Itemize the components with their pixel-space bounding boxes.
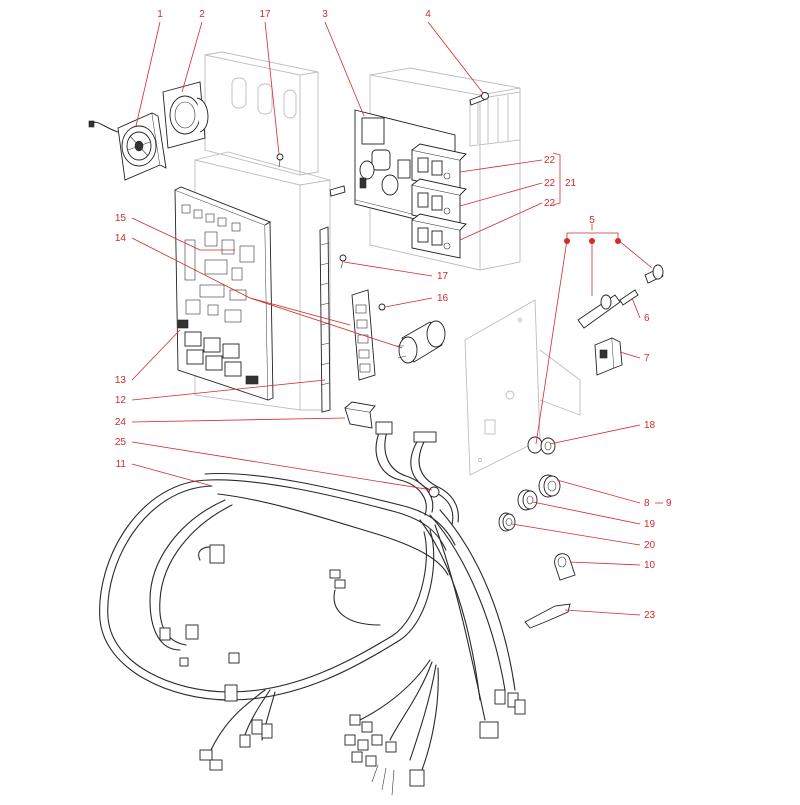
callout-4: 4 xyxy=(425,9,431,20)
callout-labels: 1 2 17 3 4 22 22 21 22 15 14 5 17 16 6 7… xyxy=(115,9,672,621)
callout-8: 8 xyxy=(644,498,650,509)
callout-16: 16 xyxy=(437,293,449,304)
callout-17-top: 17 xyxy=(259,9,271,20)
grommet-20 xyxy=(498,512,516,532)
callout-23: 23 xyxy=(644,610,656,621)
callout-10: 10 xyxy=(644,560,656,571)
ghost-housing-outlines xyxy=(194,51,581,476)
callout-5: 5 xyxy=(589,215,595,226)
callout-21: 21 xyxy=(565,178,577,189)
part-5-markers xyxy=(564,238,621,244)
callout-2: 2 xyxy=(199,9,205,20)
main-control-board xyxy=(174,186,274,401)
callout-9: 9 xyxy=(666,498,672,509)
callout-7: 7 xyxy=(644,353,650,364)
callout-3: 3 xyxy=(322,9,328,20)
screw-17-top xyxy=(276,153,284,168)
grommet-8 xyxy=(538,474,561,498)
fan-cover xyxy=(162,81,209,149)
callout-19: 19 xyxy=(644,519,656,530)
terminal-blocks xyxy=(411,143,467,259)
callout-13: 13 xyxy=(115,375,127,386)
callout-11: 11 xyxy=(116,459,127,470)
connector-hood xyxy=(344,401,376,429)
rocker-switch xyxy=(594,337,623,376)
callout-22-c: 22 xyxy=(544,198,556,209)
callout-15: 15 xyxy=(115,213,127,224)
callout-22-a: 22 xyxy=(544,155,556,166)
pushbutton-assembly xyxy=(577,264,664,329)
din-rail xyxy=(319,226,331,413)
terminal-strip xyxy=(351,289,386,381)
callout-24: 24 xyxy=(115,417,127,428)
screw-4 xyxy=(469,92,489,106)
callout-25: 25 xyxy=(115,437,127,448)
callout-17-mid: 17 xyxy=(437,271,449,282)
cable-tie xyxy=(524,603,571,629)
fan xyxy=(88,112,167,181)
callout-12: 12 xyxy=(115,395,127,406)
callout-6: 6 xyxy=(644,313,650,324)
screw-17-mid xyxy=(339,254,347,269)
callout-18: 18 xyxy=(644,420,656,431)
leader-lines xyxy=(131,21,663,616)
callout-20: 20 xyxy=(644,540,656,551)
callout-14: 14 xyxy=(115,233,127,244)
cable-clamp xyxy=(554,553,576,581)
grommet-19 xyxy=(517,489,538,511)
grommet-18 xyxy=(527,436,556,455)
callout-22-b: 22 xyxy=(544,178,556,189)
capacitor xyxy=(396,320,446,364)
callout-1: 1 xyxy=(157,9,163,20)
wiring-harness xyxy=(99,421,526,796)
screw-center xyxy=(329,185,346,197)
